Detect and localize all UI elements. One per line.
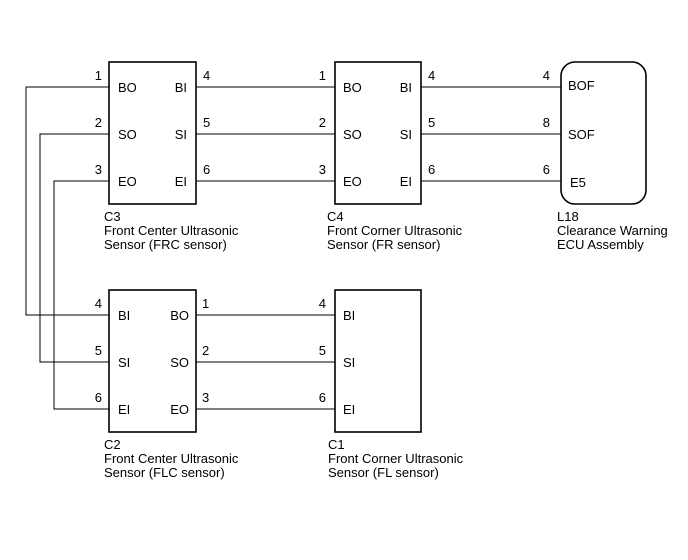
c2-pin-5-label: SI (118, 355, 130, 370)
c2-name-line-1: Front Center Ultrasonic (104, 451, 239, 466)
wire-c3-so-to-c2-si (39, 133, 109, 363)
component-c1: BI SI EI 4 5 6 C1 Front Corner Ultrasoni… (319, 289, 464, 480)
c3-pin-2-number: 2 (95, 115, 102, 130)
c1-pin-6-label: EI (343, 402, 355, 417)
c3-pin-3-label: EO (118, 174, 137, 189)
c2-pin-4-number: 4 (95, 296, 102, 311)
l18-pin-4-number: 4 (543, 68, 550, 83)
c2-pin-6-number: 6 (95, 390, 102, 405)
c2-pin-5-number: 5 (95, 343, 102, 358)
c4-pin-4-label: BI (400, 80, 412, 95)
c2-pin-1-label: BO (170, 308, 189, 323)
c3-name-line-1: Front Center Ultrasonic (104, 223, 239, 238)
c2-pin-3-label: EO (170, 402, 189, 417)
c1-pin-5-label: SI (343, 355, 355, 370)
c4-pin-6-label: EI (400, 174, 412, 189)
c4-pin-6-number: 6 (428, 162, 435, 177)
c2-box (108, 289, 197, 433)
c2-pin-2-number: 2 (202, 343, 209, 358)
l18-pin-8-number: 8 (543, 115, 550, 130)
component-l18: BOF SOF E5 4 8 6 L18 Clearance Warning E… (543, 61, 668, 252)
wires (25, 86, 561, 410)
c3-connector-id: C3 (104, 209, 121, 224)
l18-name-line-2: ECU Assembly (557, 237, 644, 252)
c4-pin-3-label: EO (343, 174, 362, 189)
l18-connector-id: L18 (557, 209, 579, 224)
l18-name-line-1: Clearance Warning (557, 223, 668, 238)
c4-connector-id: C4 (327, 209, 344, 224)
component-c2: BI SI EI BO SO EO 4 5 6 1 2 3 C2 Front C… (95, 289, 239, 480)
c2-pin-2-label: SO (170, 355, 189, 370)
c4-pin-3-number: 3 (319, 162, 326, 177)
c1-pin-4-number: 4 (319, 296, 326, 311)
c2-pin-3-number: 3 (202, 390, 209, 405)
c4-name-line-2: Sensor (FR sensor) (327, 237, 440, 252)
wire-c3-eo-to-c2-ei (53, 180, 109, 410)
c2-pin-4-label: BI (118, 308, 130, 323)
l18-box (560, 61, 647, 205)
c3-pin-2-label: SO (118, 127, 137, 142)
c1-pin-4-label: BI (343, 308, 355, 323)
l18-pin-6-label: E5 (570, 175, 586, 190)
c2-name-line-2: Sensor (FLC sensor) (104, 465, 225, 480)
c3-pin-1-number: 1 (95, 68, 102, 83)
c4-pin-1-label: BO (343, 80, 362, 95)
c1-connector-id: C1 (328, 437, 345, 452)
c3-pin-5-label: SI (175, 127, 187, 142)
c4-pin-1-number: 1 (319, 68, 326, 83)
c2-connector-id: C2 (104, 437, 121, 452)
l18-pin-6-number: 6 (543, 162, 550, 177)
c2-pin-1-number: 1 (202, 296, 209, 311)
c3-pin-4-label: BI (175, 80, 187, 95)
c4-pin-2-label: SO (343, 127, 362, 142)
component-c3: BO SO EO BI SI EI 1 2 3 4 5 6 C3 Front C… (95, 61, 239, 252)
c1-name-line-1: Front Corner Ultrasonic (328, 451, 464, 466)
component-c4: BO SO EO BI SI EI 1 2 3 4 5 6 C4 Front C… (319, 61, 463, 252)
c4-pin-5-number: 5 (428, 115, 435, 130)
c3-box (108, 61, 197, 205)
c4-name-line-1: Front Corner Ultrasonic (327, 223, 463, 238)
l18-pin-8-label: SOF (568, 127, 595, 142)
c1-pin-5-number: 5 (319, 343, 326, 358)
c2-pin-6-label: EI (118, 402, 130, 417)
c3-pin-3-number: 3 (95, 162, 102, 177)
c1-name-line-2: Sensor (FL sensor) (328, 465, 439, 480)
c3-pin-4-number: 4 (203, 68, 210, 83)
l18-pin-4-label: BOF (568, 78, 595, 93)
c3-pin-1-label: BO (118, 80, 137, 95)
c3-pin-6-number: 6 (203, 162, 210, 177)
c3-pin-6-label: EI (175, 174, 187, 189)
c1-pin-6-number: 6 (319, 390, 326, 405)
c4-pin-4-number: 4 (428, 68, 435, 83)
wire-c3-bo-to-c2-bi (25, 86, 109, 316)
c3-name-line-2: Sensor (FRC sensor) (104, 237, 227, 252)
c4-pin-5-label: SI (400, 127, 412, 142)
c4-pin-2-number: 2 (319, 115, 326, 130)
c3-pin-5-number: 5 (203, 115, 210, 130)
c4-box (334, 61, 422, 205)
c1-box (334, 289, 422, 433)
